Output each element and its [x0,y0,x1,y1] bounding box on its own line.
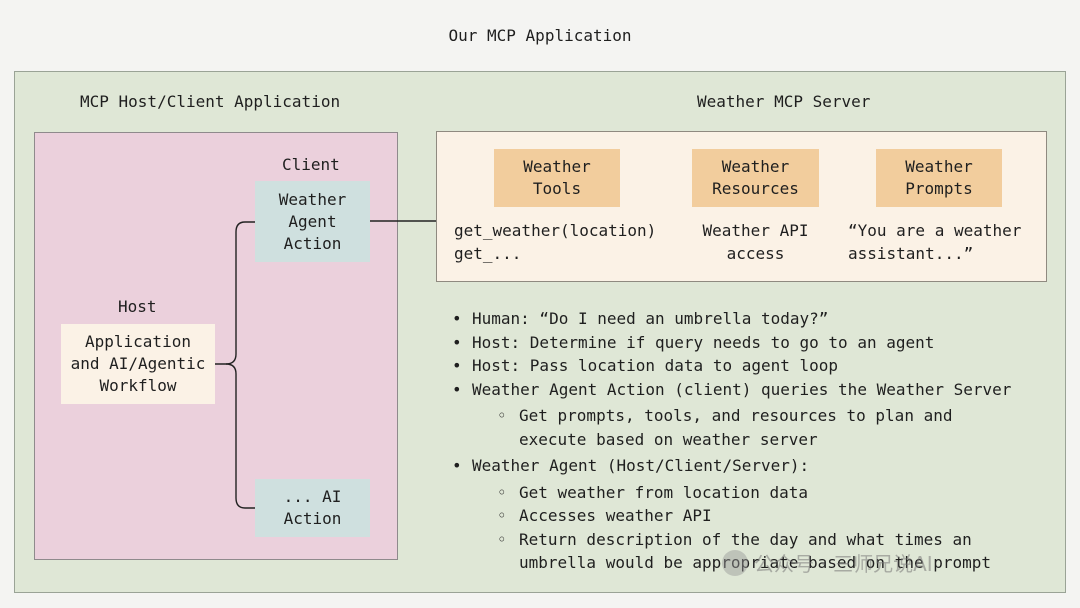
host-label: Host [118,297,157,316]
weather-resources-text: Weather API access [702,221,809,263]
sub-bullet-item: Accesses weather API [450,504,1060,528]
weather-tools-tag: Weather Tools [494,149,620,207]
application-workflow-box: Application and AI/Agentic Workflow [61,324,215,404]
weather-agent-action-box: Weather Agent Action [255,181,370,262]
bullet-item: Weather Agent Action (client) queries th… [450,378,1060,402]
weather-prompts-text: “You are a weather assistant...” [848,221,1022,263]
page-title: Our MCP Application [448,26,632,45]
sub-bullet-item: Get prompts, tools, and resources to pla… [450,404,1060,451]
bullet-item: Human: “Do I need an umbrella today?” [450,307,1060,331]
host-section-title: MCP Host/Client Application [80,92,341,111]
wechat-icon [722,549,748,576]
workflow-bullet-list: Human: “Do I need an umbrella today?” Ho… [450,307,1060,575]
sub-bullet-item: Return description of the day and what t… [450,528,1060,575]
bullet-item: Host: Pass location data to agent loop [450,354,1060,378]
weather-tools-text: get_weather(location) get_... [454,221,657,263]
sub-bullet-item: Get weather from location data [450,481,1060,505]
weather-prompts-tag: Weather Prompts [876,149,1002,207]
server-section-title: Weather MCP Server [697,92,871,111]
client-to-host-line [215,221,255,365]
weather-resources-tag: Weather Resources [692,149,819,207]
watermark-text: 公众号 · 三师兄说AI [754,552,933,576]
watermark: 公众号 · 三师兄说AI [722,548,933,577]
client-label: Client [282,155,340,174]
bullet-item: Weather Agent (Host/Client/Server): [450,454,1060,478]
ai-action-to-host-line [225,363,255,509]
bullet-item: Host: Determine if query needs to go to … [450,331,1060,355]
ai-action-box: ... AI Action [255,479,370,537]
